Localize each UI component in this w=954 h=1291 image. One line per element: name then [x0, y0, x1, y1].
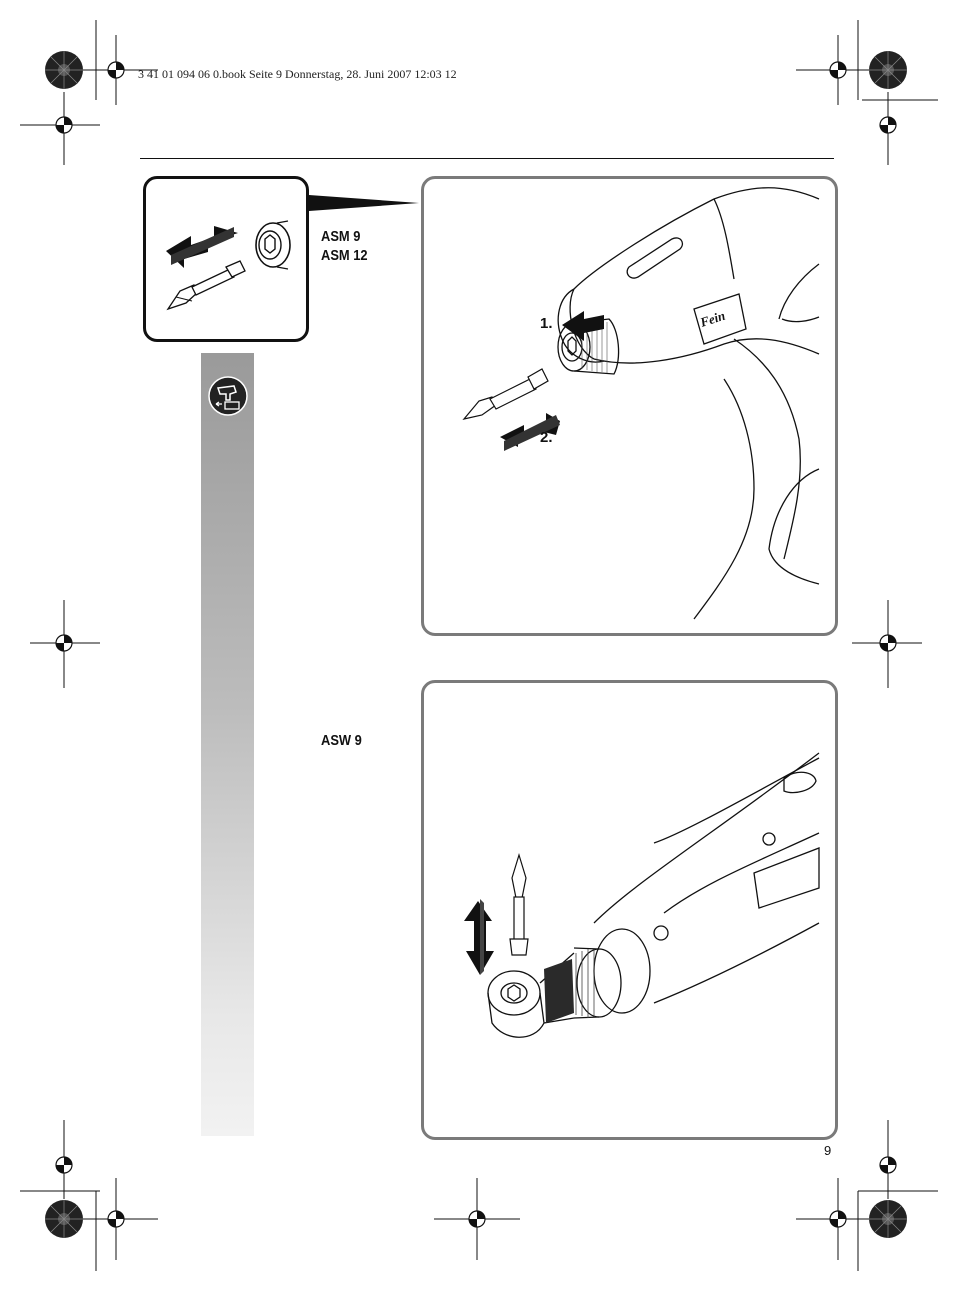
page-number: 9	[824, 1143, 832, 1158]
tool-change-icon-box	[143, 176, 309, 342]
fein-logo-text: Fein	[697, 308, 727, 330]
step-2-label: 2.	[540, 429, 553, 446]
tool-change-icon	[166, 220, 291, 311]
header-rule	[140, 158, 834, 159]
asw-angle-screwdriver-illustration	[464, 752, 820, 1038]
step-1-label: 1.	[540, 315, 553, 332]
bit-change-panel-asm: Fein 1. 2.	[421, 176, 838, 636]
bit-change-panel-asw	[421, 680, 838, 1140]
model-label-asm12: ASM 12	[321, 247, 368, 264]
callout-pointer	[309, 195, 419, 211]
asm-screwdriver-illustration: Fein	[462, 187, 820, 620]
model-label-asm9: ASM 9	[321, 228, 361, 245]
battery-tool-icon	[208, 376, 248, 416]
model-label-asw9: ASW 9	[321, 732, 362, 749]
section-sidebar	[201, 353, 254, 1136]
file-info-header: 3 41 01 094 06 0.book Seite 9 Donnerstag…	[138, 67, 457, 81]
